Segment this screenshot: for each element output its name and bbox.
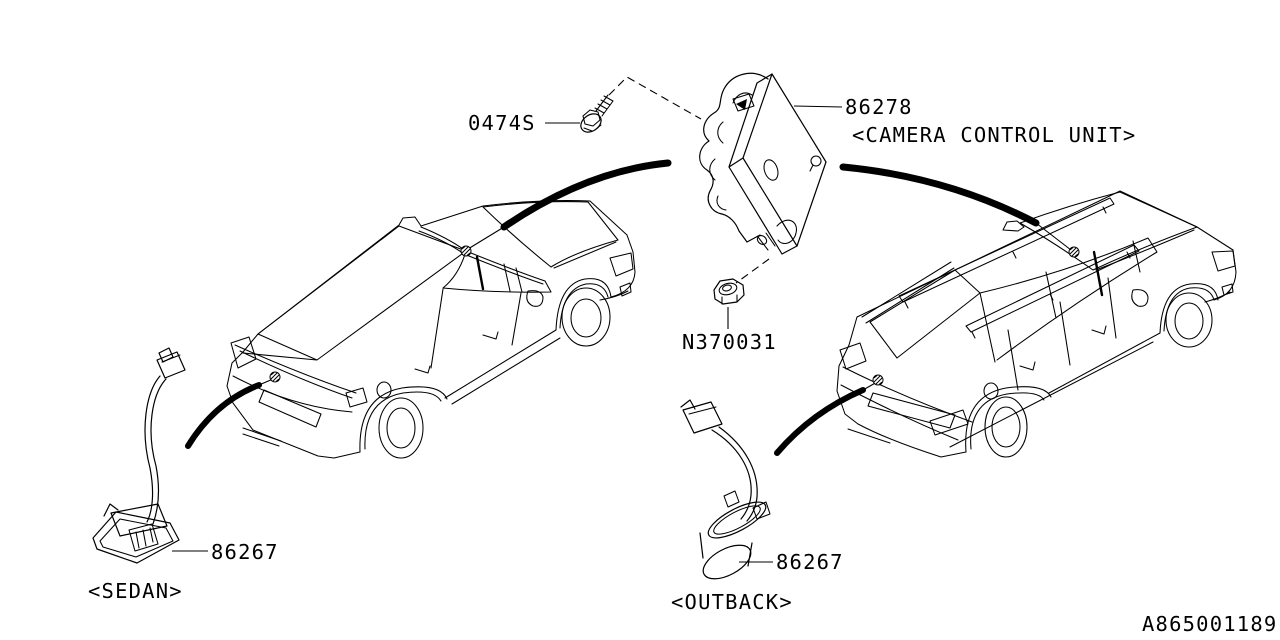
sedan-illustration xyxy=(226,200,636,459)
diagram-code: A865001189 xyxy=(1142,612,1277,636)
routing-arrow-unit-to-outback xyxy=(839,163,1040,227)
position-marker-sedan-trunk xyxy=(269,371,281,383)
position-marker-outback-tailgate xyxy=(872,374,884,386)
camera-control-unit-illustration xyxy=(699,72,843,255)
routing-arrow-sedan-camera xyxy=(185,382,262,449)
part-label-n370031: N370031 xyxy=(682,330,777,354)
screw-hole-arrow-icon xyxy=(736,99,747,110)
position-marker-outback-roof xyxy=(1068,246,1080,258)
screw-illustration xyxy=(545,94,614,133)
assembly-axis-dashed-line-screw xyxy=(608,76,702,120)
leader-line-86278 xyxy=(793,105,843,108)
caption-sedan: <SEDAN> xyxy=(88,579,183,603)
routing-arrow-outback-camera xyxy=(774,387,866,456)
assembly-axis-dashed-line-nut xyxy=(735,258,770,284)
nut-illustration xyxy=(713,278,745,329)
rear-camera-sedan-illustration xyxy=(92,347,208,564)
routing-arrows xyxy=(185,159,1072,456)
part-label-86278: 86278 xyxy=(845,95,913,119)
part-label-0474s: 0474S xyxy=(468,111,536,135)
part-label-86267-sedan: 86267 xyxy=(211,540,279,564)
caption-camera-control-unit: <CAMERA CONTROL UNIT> xyxy=(852,123,1136,147)
rear-camera-outback-illustration xyxy=(680,399,773,580)
routing-arrow-sedan-to-unit xyxy=(500,159,672,231)
caption-outback: <OUTBACK> xyxy=(671,590,793,614)
part-label-86267-outback: 86267 xyxy=(776,550,844,574)
position-marker-sedan-roof xyxy=(460,245,472,257)
outback-illustration xyxy=(836,190,1237,458)
